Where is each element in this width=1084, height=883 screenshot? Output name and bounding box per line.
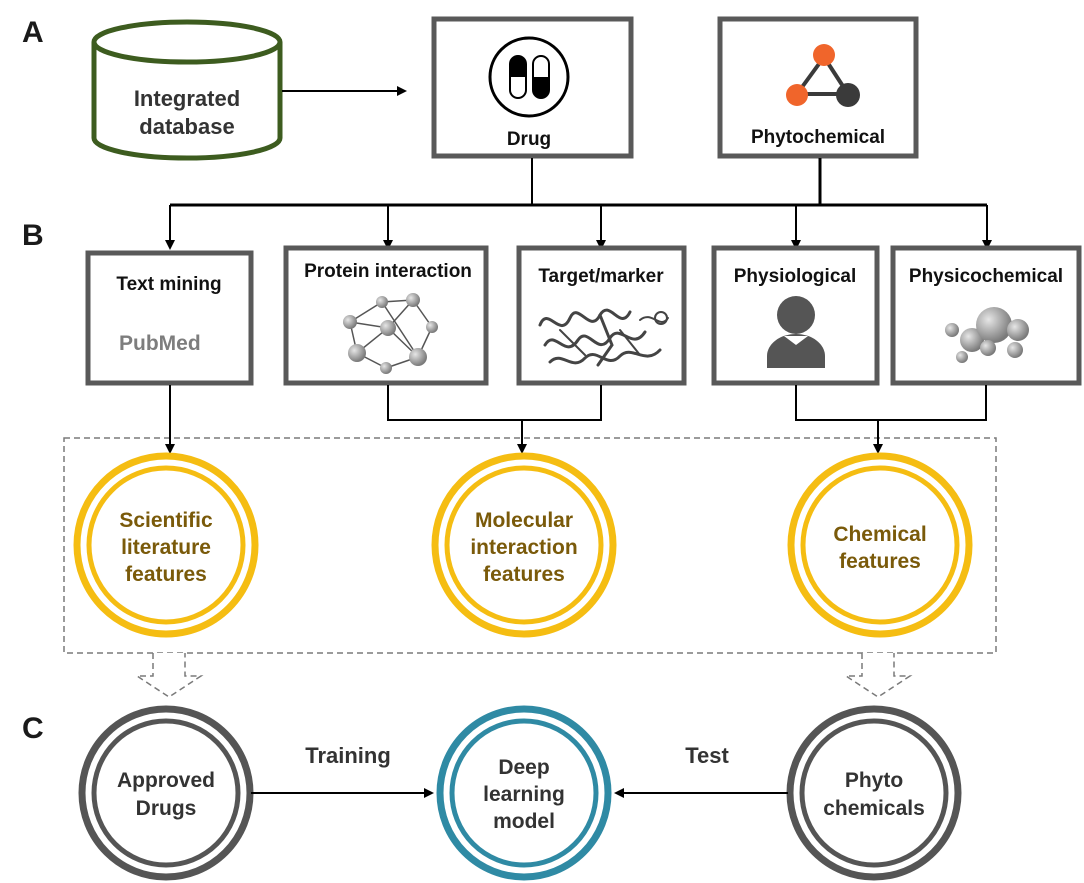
feature-group-container (63, 437, 997, 654)
text-mining-box: Text mining PubMed (85, 250, 254, 386)
physicochemical-label: Physicochemical (909, 266, 1063, 287)
molecular-line1: Molecular (475, 509, 573, 532)
deep-line3: model (493, 810, 555, 833)
section-label-c: C (22, 712, 44, 745)
approved-drugs-node: Approved Drugs (78, 705, 254, 881)
capsule-pill-icon (488, 36, 570, 118)
approved-line1: Approved (117, 769, 215, 792)
test-label: Test (685, 743, 729, 768)
section-label-a: A (22, 16, 44, 49)
deep-line1: Deep (498, 756, 549, 779)
chemical-line1: Chemical (833, 523, 926, 546)
connector-b-to-features (165, 385, 987, 454)
protein-interaction-box: Protein interaction (283, 245, 489, 386)
person-icon (767, 296, 825, 368)
physicochemical-box: Physicochemical (890, 245, 1082, 386)
molecule-balls-icon (945, 307, 1029, 363)
protein-interaction-label: Protein interaction (304, 261, 472, 282)
database-label-line1: Integrated (134, 86, 240, 111)
scientific-line2: literature (121, 536, 211, 559)
physiological-label: Physiological (734, 266, 856, 287)
approved-line2: Drugs (136, 797, 197, 820)
scientific-literature-features-node: Scientific literature features (73, 452, 259, 638)
integrated-database-cylinder: Integrated database (91, 19, 283, 161)
dashed-arrow-right (843, 653, 913, 698)
molecule-icon (786, 44, 860, 107)
text-mining-label: Text mining (116, 274, 221, 295)
target-marker-box: Target/marker (516, 245, 687, 386)
network-graph-icon (343, 293, 438, 374)
chemical-line2: features (839, 550, 921, 573)
drug-label: Drug (507, 129, 551, 150)
phytochemicals-node: Phyto chemicals (786, 705, 962, 881)
physiological-box: Physiological (711, 245, 880, 386)
scientific-line1: Scientific (119, 509, 213, 532)
target-marker-label: Target/marker (538, 266, 664, 287)
training-label: Training (305, 743, 391, 768)
scientific-line3: features (125, 563, 207, 586)
deep-line2: learning (483, 783, 565, 806)
molecular-line2: interaction (470, 536, 577, 559)
molecular-interaction-features-node: Molecular interaction features (431, 452, 617, 638)
pubmed-logo-text: PubMed (119, 332, 201, 355)
protein-structure-icon (538, 308, 669, 367)
chemical-features-node: Chemical features (787, 452, 973, 638)
deep-learning-model-node: Deep learning model (436, 705, 612, 881)
dashed-arrow-left (134, 653, 204, 698)
phytochemical-label: Phytochemical (751, 127, 885, 148)
molecular-line3: features (483, 563, 565, 586)
drug-box: Drug (431, 16, 634, 159)
phytochemical-box: Phytochemical (717, 16, 919, 159)
pubmed-logo-icon: PubMed (119, 332, 201, 355)
phyto-line1: Phyto (845, 769, 903, 792)
connector-a-to-b (165, 158, 992, 250)
database-label-line2: database (139, 114, 234, 139)
phyto-line2: chemicals (823, 797, 925, 820)
section-label-b: B (22, 219, 44, 252)
